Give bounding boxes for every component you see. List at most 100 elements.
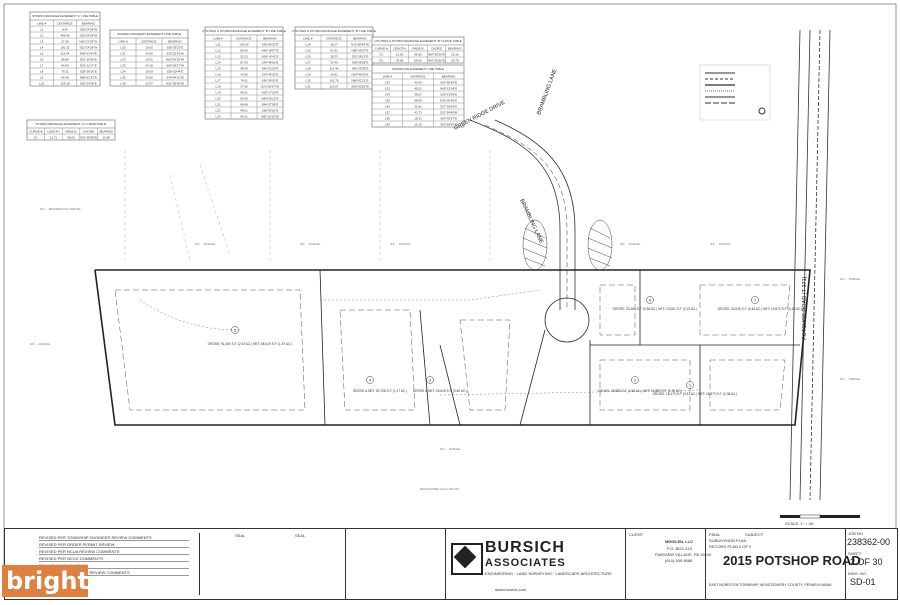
lot-number: 4 <box>369 377 372 382</box>
divider <box>625 529 626 599</box>
project-name: 2015 POTSHOP ROAD <box>723 553 861 568</box>
table-header: CURVE # <box>375 46 388 50</box>
table-cell: 33.79 <box>451 58 459 62</box>
table-cell: 40.21 <box>414 86 422 90</box>
table-cell: N63°03'27"W <box>166 63 184 67</box>
table-cell: L28 <box>305 66 310 70</box>
client-label: CLIENT <box>629 532 644 537</box>
table-title: STORM DRAINAGE EASEMENT 'A' CURVE TABLE <box>36 122 106 126</box>
table-cell: 33.65 <box>396 58 404 62</box>
table-cell: L24 <box>305 42 310 46</box>
svg-text:N/F ... PARCEL: N/F ... PARCEL <box>840 277 861 281</box>
lot-area: GROSS: 18,470 S.F. (0.42 AC.) NET: 16,47… <box>653 392 738 396</box>
data-table: UTILITIES & STORM DRAINAGE EASEMENT 'B' … <box>371 36 465 64</box>
lot-lines <box>319 269 800 426</box>
firm-name-2: ASSOCIATES <box>485 557 566 569</box>
table-cell: S20°25'57"W <box>261 84 279 88</box>
table-cell: L19 <box>215 90 220 94</box>
divider <box>845 529 846 599</box>
table-cell: L26 <box>305 54 310 58</box>
table-cell: 30.00 <box>67 135 75 139</box>
potshop-road <box>789 29 831 501</box>
client-phone: (610) 539-8088 <box>665 558 693 563</box>
table-cell: 10.00 <box>145 45 153 49</box>
table-cell: 31.81 <box>414 104 422 108</box>
table-cell: 68.59 <box>414 98 422 102</box>
table-cell: 8.42 <box>62 27 68 31</box>
street-label-brambling-2: BRAMBLING LANE <box>518 198 544 245</box>
table-cell: L30 <box>120 45 125 49</box>
lot-number: 2 <box>634 377 637 382</box>
plan-type: SUBDIVISION PLAN <box>709 538 747 543</box>
table-cell: 14.00 <box>240 72 248 76</box>
table-header: LINE # <box>37 21 47 25</box>
table-cell: L38 <box>385 116 390 120</box>
svg-text:N/F ... PARCEL: N/F ... PARCEL <box>195 242 216 246</box>
svg-text:N/F ... PARCEL: N/F ... PARCEL <box>840 377 861 381</box>
table-header: DISTANCE <box>327 36 342 40</box>
table-cell: C2 <box>379 52 383 56</box>
table-cell: 116.64 <box>61 51 70 55</box>
table-cell: L33 <box>120 63 125 67</box>
table-cell: 466.49 <box>60 33 70 37</box>
table-cell: N31°39'40"W <box>166 81 184 85</box>
table-cell: N21°16'25"E <box>80 57 97 61</box>
data-table: UTILITIES & STORM DRAINAGE EASEMENT 'B' … <box>292 26 376 90</box>
svg-text:N/F ... PARCEL: N/F ... PARCEL <box>440 447 461 451</box>
table-cell: L23 <box>215 114 220 118</box>
logo-mark <box>453 545 477 569</box>
firm-website: www.bursich.com <box>495 587 527 592</box>
table-cell: L20 <box>215 96 220 100</box>
table-title: UTILITIES & STORM DRAINAGE EASEMENT 'B' … <box>374 39 462 43</box>
table-cell: L22 <box>215 108 220 112</box>
table-cell: S38°08'28"E <box>352 60 369 64</box>
table-cell: 10.51 <box>145 57 153 61</box>
table-cell: S46°23'29"E <box>262 66 279 70</box>
plan-sub: RECORD PLAN 2 OF 2 <box>709 544 752 549</box>
table-header: CHORD <box>83 129 95 133</box>
table-cell: N84°20'12"E <box>261 96 278 100</box>
table-cell: 13.60 <box>145 75 153 79</box>
table-header: LINE # <box>303 36 313 40</box>
bursich-logo-icon <box>451 543 483 575</box>
table-header: BEARING <box>168 39 182 43</box>
table-header: BEARING <box>442 74 456 78</box>
adjacent-parcels: N/F ... RESIDENTIAL PARCEL N/F ... PARCE… <box>30 207 861 491</box>
table-cell: S26°56'32"E <box>262 42 279 46</box>
table-cell: S41°28'58"E <box>80 135 97 139</box>
divider <box>445 529 446 599</box>
table-header: BEARING <box>82 21 96 25</box>
table-cell: L36 <box>120 81 125 85</box>
table-cell: S61°24'36"E <box>80 81 97 85</box>
table-cell: 125.18 <box>60 81 70 85</box>
revision-row: REVISED PER NCCD COMMENTS <box>39 556 189 562</box>
table-cell: L8 <box>40 69 44 73</box>
table-header: RADIUS <box>65 129 76 133</box>
table-header: LINE # <box>383 74 393 78</box>
table-header: LINE # <box>213 36 223 40</box>
table-cell: 33.49 <box>330 60 338 64</box>
table-cell: S34°48'16"E <box>262 60 279 64</box>
table-cell: 54.21 <box>240 114 248 118</box>
table-cell: S21°34'49"W <box>440 110 458 114</box>
drawing-number: SD-01 <box>850 577 876 587</box>
table-cell: N87°39'29"E <box>428 52 445 56</box>
table-cell: 43.01 <box>240 90 248 94</box>
table-cell: N65°13'04"E <box>440 86 457 90</box>
table-cell: 18.17 <box>330 42 338 46</box>
table-cell: L21 <box>215 102 220 106</box>
client-addr2: FAIRVIEW VILLAGE, PA 19409 <box>655 552 712 557</box>
table-cell: 63.32 <box>330 48 338 52</box>
project-location: EAST NORRITON TOWNSHIP, MONTGOMERY COUNT… <box>709 583 832 587</box>
table-cell: S28°13'06"E <box>440 92 457 96</box>
seal-label-2: SEAL <box>295 533 306 538</box>
table-cell: L35 <box>120 75 125 79</box>
table-cell: 10.00 <box>145 69 153 73</box>
table-cell: S53°50'26"E <box>440 80 457 84</box>
table-cell: S28°24'28"W <box>79 27 97 31</box>
lot-number: 5 <box>234 327 237 332</box>
table-title: UTILITIES & STORM DRAINAGE EASEMENT 'B' … <box>202 29 286 33</box>
